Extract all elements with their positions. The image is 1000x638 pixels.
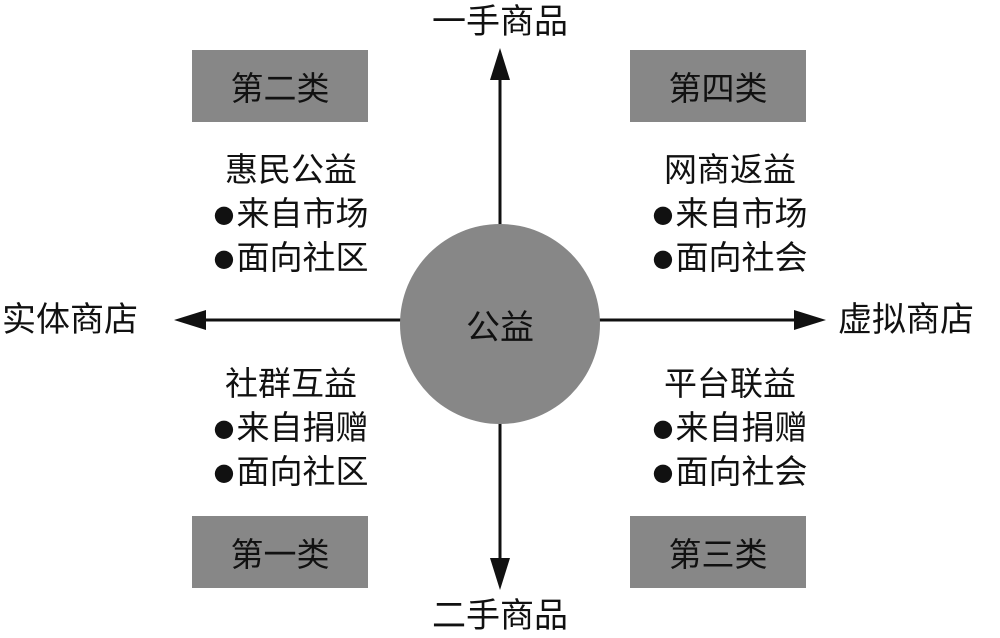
quadrant-bottom-left: 社群互益 ●来自捐赠 ●面向社区 — [191, 362, 391, 494]
list-item: ●面向社会 — [652, 452, 808, 491]
quadrant-title: 社群互益 — [225, 364, 357, 403]
axis-right-arrowhead — [794, 310, 826, 330]
list-item: ●面向社区 — [213, 238, 369, 277]
list-item: ●来自市场 — [213, 194, 369, 233]
bullet-icon: ● — [652, 414, 674, 442]
list-item: ●来自市场 — [652, 194, 808, 233]
bullet-icon: ● — [213, 414, 235, 442]
bullet-icon: ● — [213, 458, 235, 486]
quadrant-top-left: 惠民公益 ●来自市场 ●面向社区 — [191, 148, 391, 280]
axis-left-arrowhead — [174, 310, 206, 330]
axis-label-right: 虚拟商店 — [838, 300, 974, 340]
list-item: ●面向社区 — [213, 452, 369, 491]
category-box-2: 第二类 — [192, 50, 368, 122]
bullet-icon: ● — [652, 200, 674, 228]
quadrant-top-right: 网商返益 ●来自市场 ●面向社会 — [630, 148, 830, 280]
axis-label-bottom: 二手商品 — [432, 596, 568, 636]
quadrant-title: 网商返益 — [664, 150, 796, 189]
quadrant-title: 惠民公益 — [225, 150, 357, 189]
list-item: ●来自捐赠 — [213, 408, 369, 447]
quadrant-bottom-right: 平台联益 ●来自捐赠 ●面向社会 — [630, 362, 830, 494]
axis-down-arrowhead — [490, 558, 510, 590]
bullet-icon: ● — [213, 244, 235, 272]
quadrant-title: 平台联益 — [664, 364, 796, 403]
center-circle — [400, 224, 600, 424]
category-box-1: 第一类 — [192, 516, 368, 588]
bullet-icon: ● — [652, 244, 674, 272]
bullet-icon: ● — [213, 200, 235, 228]
axis-label-left: 实体商店 — [2, 300, 138, 340]
list-item: ●来自捐赠 — [652, 408, 808, 447]
axis-up-arrowhead — [490, 48, 510, 80]
category-box-3: 第三类 — [630, 516, 806, 588]
bullet-icon: ● — [652, 458, 674, 486]
center-label: 公益 — [466, 307, 534, 348]
list-item: ●面向社会 — [652, 238, 808, 277]
axis-label-top: 一手商品 — [432, 2, 568, 42]
category-box-4: 第四类 — [630, 50, 806, 122]
